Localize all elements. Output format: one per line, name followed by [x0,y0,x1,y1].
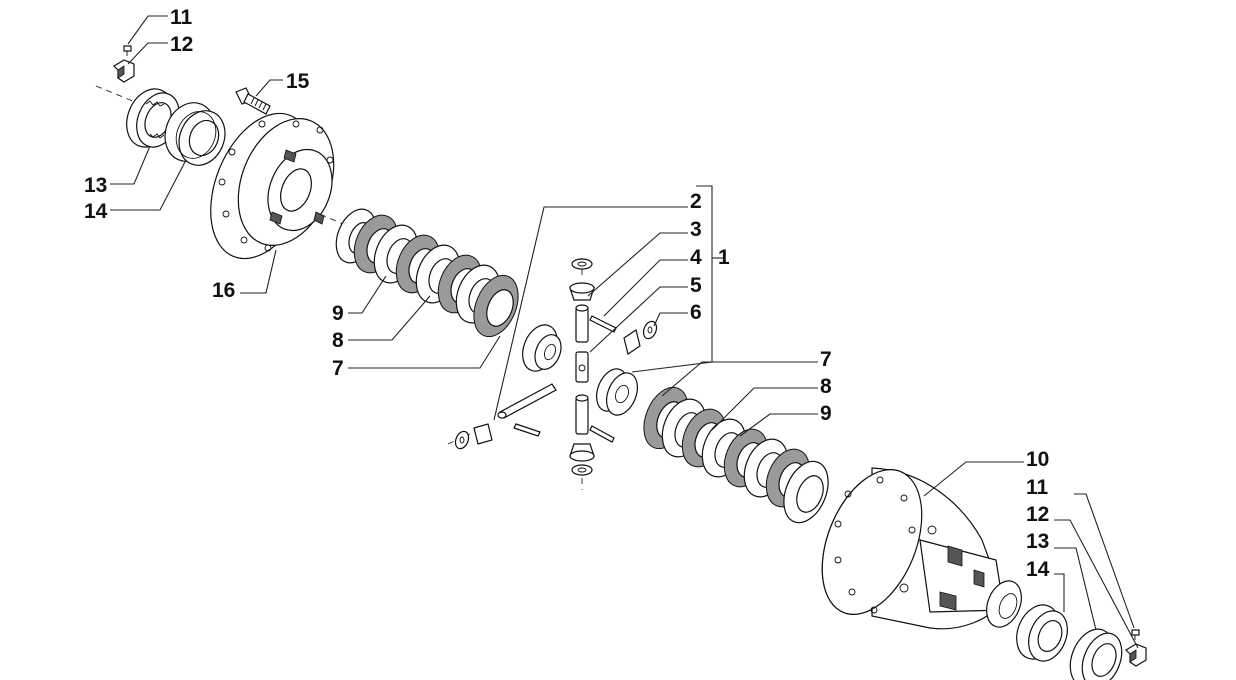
callout-7-right: 7 [820,348,832,371]
clutch-pack-left [335,208,519,338]
long-shaft [497,383,557,419]
bolt-15 [235,87,271,115]
clutch-disc-left-8 [473,274,519,338]
callout-2: 2 [690,190,702,213]
callout-14-right: 14 [1026,558,1050,581]
callout-16: 16 [212,279,235,302]
thrust-washer-top [571,258,593,270]
callout-13-left: 13 [84,174,107,197]
housing-cap-16 [210,112,335,260]
ring-nut-13-left [126,88,180,148]
callout-14-left: 14 [84,200,108,223]
differential-internals [454,258,658,476]
clip-12-right [1125,643,1147,667]
callout-6: 6 [690,301,702,324]
callout-4: 4 [690,246,702,269]
callout-8-left: 8 [332,329,344,352]
callout-11-left: 11 [170,6,193,29]
pinion-gear-bottom [569,443,595,462]
callout-8-right: 8 [820,375,832,398]
callout-9-left: 9 [332,302,344,325]
bearing-14-left [164,102,226,166]
thrust-washer-bottom [571,464,593,476]
cross-block-center [575,351,589,383]
callout-labels: 11 12 15 13 14 16 9 8 7 2 3 4 1 5 6 7 8 … [84,6,1050,581]
clutch-disc-right-8 [783,460,829,524]
screw-11-right [1131,629,1140,640]
callout-7-left: 7 [332,357,344,380]
pinion-gear-top [569,282,595,301]
clip-12-left [113,59,135,83]
callout-13-right: 13 [1026,530,1049,553]
cross-shaft-lower [575,394,589,435]
roll-pin-lower-left [513,423,541,437]
callout-12-right: 12 [1026,503,1049,526]
housing-10 [821,467,1022,630]
roll-pin-upper [589,315,617,333]
leader-lines [110,15,1139,649]
clutch-pack-right [643,386,829,524]
side-gear-right [596,368,638,416]
callout-10: 10 [1026,448,1049,471]
thrust-washer-left [454,430,470,450]
callout-12-left: 12 [170,33,193,56]
side-gear-left [522,324,562,372]
cross-shaft-upper [575,304,589,343]
callout-3: 3 [690,218,702,241]
callout-5: 5 [690,274,702,297]
callout-1: 1 [718,246,730,269]
callout-15: 15 [286,70,310,93]
callout-11-right: 11 [1026,476,1049,499]
pinion-gear-left [473,423,493,445]
pinion-gear-right [623,329,641,355]
ring-nut-13-right [1069,628,1123,680]
roll-pin-lower-right [589,425,615,443]
screw-11-left [123,45,132,56]
callout-9-right: 9 [820,402,832,425]
bearing-14-right [1016,604,1068,662]
thrust-washer-right [642,320,658,340]
